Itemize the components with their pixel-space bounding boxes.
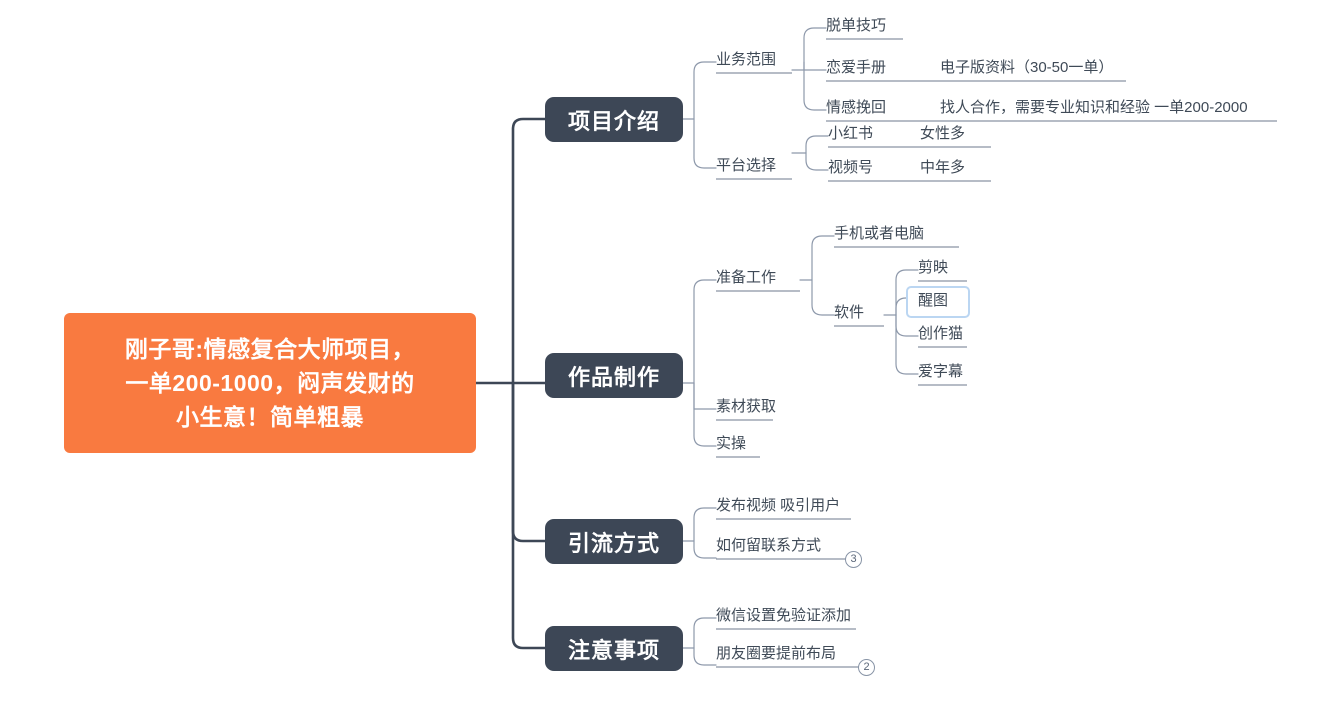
topic-love-manual-detail[interactable]: 电子版资料（30-50一单） — [940, 59, 1114, 76]
topic-wechat-no-verification[interactable]: 微信设置免验证添加 — [716, 607, 852, 624]
topic-jianying[interactable]: 剪映 — [918, 259, 949, 276]
branch-node-label: 作品制作 — [567, 364, 660, 390]
topic-video-channel[interactable]: 视频号 — [828, 159, 874, 176]
topic-xingtu[interactable]: 醒图 — [918, 292, 949, 309]
topic-how-to-leave-contact[interactable]: 如何留联系方式 — [716, 537, 822, 554]
topic-chuangzuomao[interactable]: 创作猫 — [918, 325, 964, 342]
topic-xiaohongshu[interactable]: 小红书 — [828, 125, 874, 142]
topic-software[interactable]: 软件 — [834, 304, 865, 321]
branch-node-precautions[interactable]: 注意事项 — [545, 626, 683, 671]
topic-emotional-recovery-detail[interactable]: 找人合作，需要专业知识和经验 一单200-2000 — [940, 99, 1248, 116]
topic-moments-layout-ahead[interactable]: 朋友圈要提前布局 — [716, 645, 837, 662]
branch-node-content-production[interactable]: 作品制作 — [545, 353, 683, 398]
topic-emotional-recovery[interactable]: 情感挽回 — [826, 99, 887, 116]
topic-xiaohongshu-detail[interactable]: 女性多 — [920, 125, 966, 142]
topic-video-channel-detail[interactable]: 中年多 — [920, 159, 966, 176]
topic-single-tips[interactable]: 脱单技巧 — [826, 17, 887, 34]
branch-node-label: 项目介绍 — [567, 108, 660, 134]
topic-preparation[interactable]: 准备工作 — [716, 269, 777, 286]
topic-practical-operation[interactable]: 实操 — [716, 435, 747, 452]
topic-publish-video-attract-users[interactable]: 发布视频 吸引用户 — [716, 497, 841, 514]
collapsed-children-badge[interactable]: 2 — [858, 659, 875, 676]
branch-node-traffic-method[interactable]: 引流方式 — [545, 519, 683, 564]
branch-node-project-intro[interactable]: 项目介绍 — [545, 97, 683, 142]
branch-node-label: 引流方式 — [567, 530, 660, 556]
root-node[interactable]: 刚子哥:情感复合大师项目， 一单200-1000，闷声发财的 小生意！简单粗暴 — [64, 313, 476, 453]
collapsed-children-badge[interactable]: 3 — [845, 551, 862, 568]
selection-box-xingtu[interactable] — [906, 286, 970, 318]
branch-node-label: 注意事项 — [567, 637, 660, 663]
topic-phone-or-computer[interactable]: 手机或者电脑 — [834, 225, 925, 242]
topic-aizimu[interactable]: 爱字幕 — [918, 363, 964, 380]
topic-platform-choice[interactable]: 平台选择 — [716, 157, 777, 174]
topic-love-manual[interactable]: 恋爱手册 — [826, 59, 887, 76]
topic-material-acquisition[interactable]: 素材获取 — [716, 398, 777, 415]
root-node-label: 刚子哥:情感复合大师项目， 一单200-1000，闷声发财的 小生意！简单粗暴 — [124, 336, 416, 430]
topic-business-scope[interactable]: 业务范围 — [716, 51, 777, 68]
